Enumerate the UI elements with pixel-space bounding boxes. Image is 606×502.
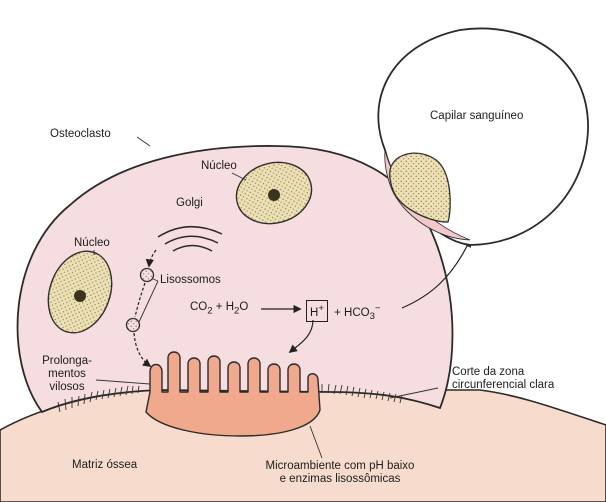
- golgi-label: Golgi: [176, 197, 203, 210]
- microenvironment-label: Microambiente com pH baixo e enzimas lis…: [245, 460, 435, 486]
- osteoclast-label: Osteoclasto: [50, 128, 111, 141]
- nucleus-top-label: Núcleo: [201, 160, 237, 173]
- microenvironment-label-line2: e enzimas lisossômicas: [245, 473, 435, 486]
- lysosome-2: [127, 319, 140, 332]
- h-plus-superscript: +: [318, 303, 324, 314]
- h2o-h: H: [226, 301, 234, 313]
- hco3-text: HCO: [344, 307, 370, 319]
- bone-matrix-label: Matriz óssea: [72, 459, 137, 472]
- villi-label-line3: vilosos: [32, 381, 102, 394]
- nucleus-left-label: Núcleo: [74, 237, 110, 250]
- villi-label-line1: Prolonga-: [32, 355, 102, 368]
- clear-zone-label-line1: Corte da zona: [452, 366, 554, 379]
- villous-processes: [146, 352, 320, 436]
- carbonic-reaction: CO2 + H2O: [190, 301, 248, 316]
- proton-product: H+ + HCO3−: [303, 300, 381, 322]
- clear-zone-label: Corte da zona circunferencial clara: [452, 366, 554, 392]
- plus-sign-1: +: [216, 301, 223, 313]
- co2-text: CO: [190, 301, 207, 313]
- lysosomes-label: Lisossomos: [160, 274, 221, 287]
- capillary-label: Capilar sanguíneo: [430, 110, 523, 123]
- clear-zone-label-line2: circunferencial clara: [452, 379, 554, 392]
- h2o-o: O: [239, 301, 248, 313]
- villi-label: Prolonga- mentos vilosos: [32, 355, 102, 394]
- plus-sign-2: +: [334, 307, 341, 319]
- villi-label-line2: mentos: [32, 368, 102, 381]
- h-plus-box: H+: [306, 300, 328, 322]
- lysosome-1: [141, 269, 154, 282]
- co2-subscript: 2: [207, 305, 212, 316]
- microenvironment-label-line1: Microambiente com pH baixo: [245, 460, 435, 473]
- hco3-superscript: −: [375, 303, 381, 314]
